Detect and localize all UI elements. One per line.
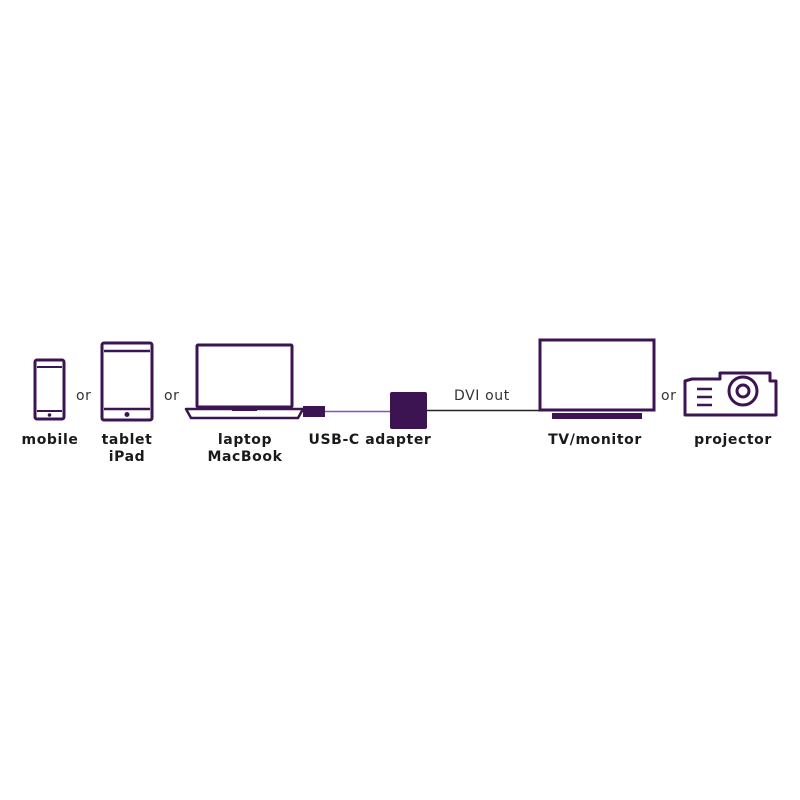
or-separator: or [661,388,677,404]
mobile-label: mobile [21,432,79,448]
projector-icon [683,371,778,417]
dvi-out-label: DVI out [454,388,510,404]
usb-c-cable [303,406,391,417]
monitor-icon [538,338,656,419]
laptop-label-line1: laptop [217,432,273,448]
tablet-label-line2: iPad [108,449,146,465]
projector-label: projector [694,432,772,448]
laptop-label: laptop MacBook [195,432,295,466]
tablet-label-line1: tablet [101,432,153,448]
monitor-label: TV/monitor [548,432,642,448]
laptop-label-line2: MacBook [207,449,283,465]
laptop-icon [184,343,305,420]
adapter-label: USB-C adapter [308,432,432,448]
or-separator: or [164,388,180,404]
adapter-icon [390,392,427,429]
or-separator: or [76,388,92,404]
tablet-icon [100,341,154,422]
tablet-label: tablet iPad [87,432,167,466]
smartphone-icon [33,358,66,421]
